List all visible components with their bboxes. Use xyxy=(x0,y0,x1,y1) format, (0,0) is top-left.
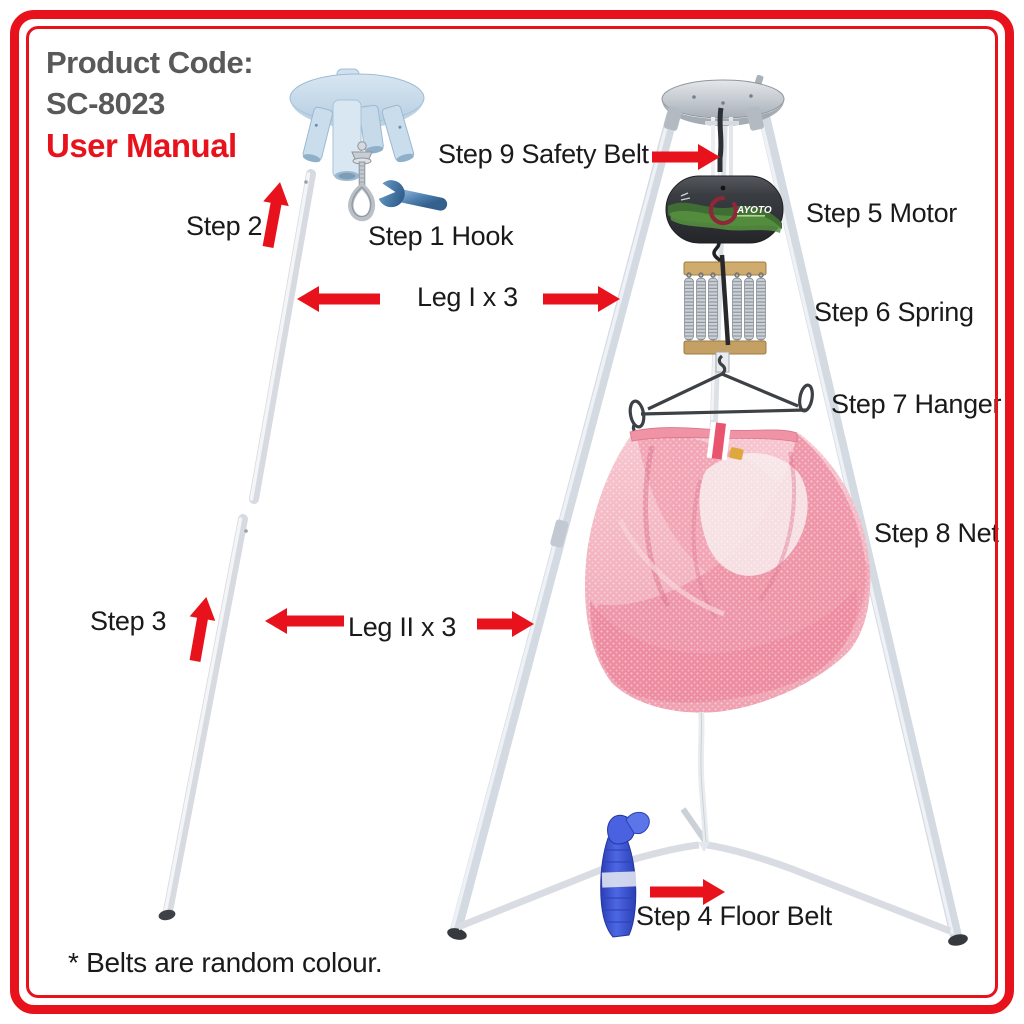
floor-belt xyxy=(600,811,650,938)
step4-label: Step 4 Floor Belt xyxy=(636,901,833,931)
step1-label: Step 1 Hook xyxy=(368,221,514,251)
leg2-right-arrow xyxy=(477,611,534,637)
step3-label: Step 3 xyxy=(90,606,167,636)
motor-brand-text: AYOTO xyxy=(736,205,772,216)
step5-label: Step 5 Motor xyxy=(806,198,957,228)
hub-left-socket xyxy=(302,106,333,163)
step7-label: Step 7 Hanger xyxy=(831,389,1002,419)
net xyxy=(585,421,871,713)
leg2-label: Leg II x 3 xyxy=(348,612,457,642)
assembled-stand: AYOTO xyxy=(447,74,968,946)
step4-right-arrow xyxy=(650,879,725,905)
hook xyxy=(348,141,376,222)
hub-rear-socket xyxy=(358,104,384,154)
leg1-right-arrow xyxy=(543,286,620,312)
step2-up-arrow xyxy=(262,182,289,249)
springs xyxy=(683,254,767,373)
hanger xyxy=(628,354,814,435)
product-code-label: Product Code: xyxy=(46,45,254,80)
annotation-arrows xyxy=(189,144,725,905)
product-code-value: SC-8023 xyxy=(46,86,165,121)
net-stripe xyxy=(706,421,731,461)
manual-title: User Manual xyxy=(46,127,237,164)
hub-exploded xyxy=(289,68,425,181)
leg2-left-arrow xyxy=(265,608,344,634)
leg-part-one xyxy=(249,169,316,504)
step9-label: Step 9 Safety Belt xyxy=(438,139,649,169)
wrench xyxy=(373,177,448,211)
leg1-left-arrow xyxy=(297,286,380,312)
hub-right-socket xyxy=(381,104,415,163)
motor: AYOTO xyxy=(665,175,784,264)
step6-label: Step 6 Spring xyxy=(814,297,974,327)
step3-up-arrow xyxy=(189,596,216,662)
leg1-label: Leg I x 3 xyxy=(417,282,518,312)
step2-label: Step 2 xyxy=(186,211,263,241)
safety-belt xyxy=(717,107,724,172)
step8-label: Step 8 Net xyxy=(874,518,999,548)
step9-right-arrow xyxy=(652,144,720,170)
leg-part-two xyxy=(158,514,248,921)
belts-footnote: * Belts are random colour. xyxy=(68,947,383,978)
